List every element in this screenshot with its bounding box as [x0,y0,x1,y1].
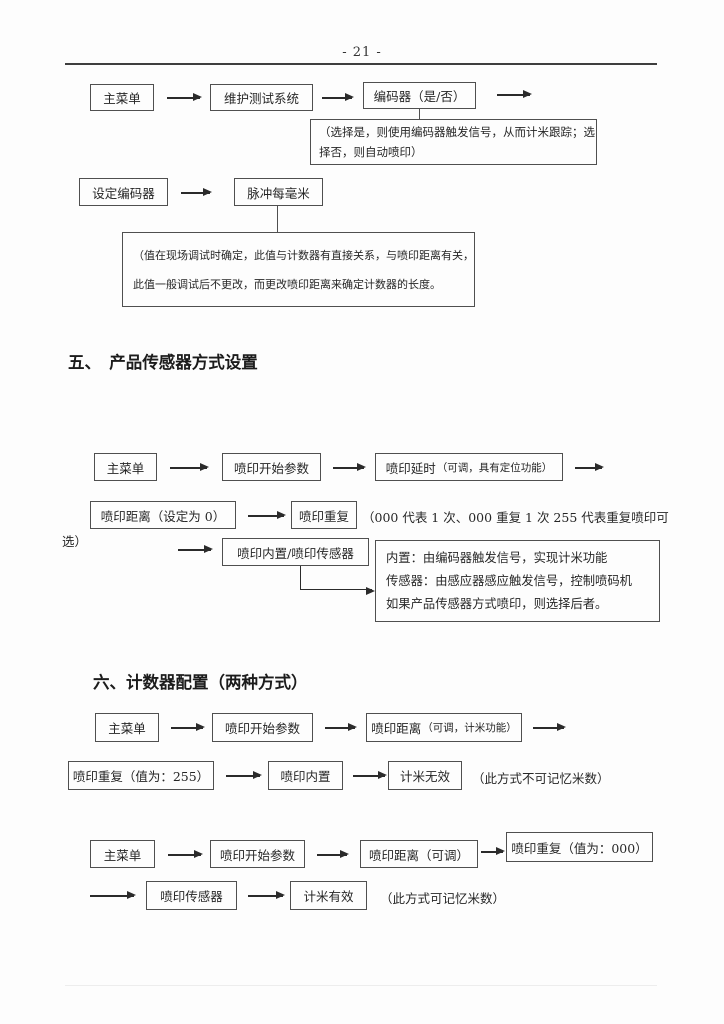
flow-box-metering-valid: 计米有效 [290,881,367,910]
arrow-right-icon [317,850,349,858]
annotation-repeat-values: （000 代表 1 次、000 重复 1 次 255 代表重复喷印可 [362,510,669,525]
flow-box-maintenance-test: 维护测试系统 [210,84,313,111]
flow-box-print-sensor: 喷印传感器 [146,881,237,910]
arrow-right-icon [497,90,532,98]
arrow-right-icon [170,463,209,471]
flow-box-label: 喷印延时 [385,460,436,476]
flow-box-label: 主菜单 [103,847,142,863]
note-box-internal-vs-sensor: 内置：由编码器触发信号，实现计米功能 传感器：由感应器感应触发信号，控制喷码机 … [375,540,660,622]
flow-box-sublabel: （可调，具有定位功能） [436,461,553,474]
page-number: - 21 - [342,45,382,60]
flow-box-label: 喷印距离 [371,721,422,736]
arrow-right-icon [171,723,205,731]
flow-box-print-repeat-255: 喷印重复（值为：255） [68,761,214,790]
arrow-right-icon [181,188,212,196]
flow-box-label: 维护测试系统 [223,91,299,106]
annotation-no-memory: （此方式不可记忆米数） [472,771,610,786]
flow-box-internal-or-sensor: 喷印内置/喷印传感器 [222,538,369,566]
arrow-right-icon [248,511,286,519]
connector-line [277,206,279,232]
arrow-right-icon [481,847,505,855]
flow-box-label: 喷印重复 [298,508,349,524]
flow-box-label: 计米有效 [303,889,354,904]
arrow-right-icon [533,723,566,731]
note-box-encoder: （选择是，则使用编码器触发信号，从而计米跟踪；选 择否，则自动喷印） [310,119,597,165]
flow-box-print-repeat: 喷印重复 [291,501,357,529]
note-line: 传感器：由感应器感应触发信号，控制喷码机 [386,574,632,588]
flow-box-label: 喷印开始参数 [219,847,295,863]
flow-box-print-start-params: 喷印开始参数 [212,713,313,742]
flow-box-main-menu: 主菜单 [94,453,157,481]
section-heading-6: 六、计数器配置（两种方式） [93,673,308,692]
note-line: （值在现场调试时确定，此值与计数器有直接关系，与喷印距离有关， [133,249,474,262]
top-rule [65,63,657,65]
flow-box-label: 喷印距离（设定为 0） [100,508,226,524]
flow-box-label: 主菜单 [103,91,141,106]
flow-box-label: 喷印内置 [280,769,331,784]
flow-box-print-distance-metering: 喷印距离（可调，计米功能） [366,713,522,742]
flow-box-label: 喷印距离（可调） [368,847,469,863]
arrow-right-icon [226,771,262,779]
flow-box-label: 喷印开始参数 [233,460,309,476]
arrow-right-icon [167,93,202,101]
arrow-right-icon [353,771,387,779]
flow-box-metering-invalid: 计米无效 [388,761,462,790]
note-line: 如果产品传感器方式喷印，则选择后者。 [386,597,608,611]
flow-box-label: 设定编码器 [92,185,155,201]
arrow-right-icon [322,93,354,101]
arrow-right-icon [248,891,285,899]
flow-box-label: 喷印重复（值为：000） [511,840,648,856]
flow-box-label: 主菜单 [106,460,145,476]
flow-box-main-menu: 主菜单 [90,84,154,111]
note-line: （选择是，则使用编码器触发信号，从而计米跟踪；选 [319,125,595,139]
flow-box-label: 喷印内置/喷印传感器 [237,545,354,561]
flow-box-main-menu: 主菜单 [90,840,155,868]
note-line: 择否，则自动喷印） [319,145,423,159]
flow-box-sublabel: （可调，计米功能） [422,722,517,734]
flow-box-print-distance-zero: 喷印距离（设定为 0） [90,501,236,529]
arrow-right-icon [168,850,203,858]
flow-box-label: 喷印开始参数 [224,721,300,736]
flow-box-pulse-per-mm: 脉冲每毫米 [234,178,323,206]
flow-box-print-distance-adjustable: 喷印距离（可调） [360,840,478,868]
flow-box-label: 喷印传感器 [160,889,223,904]
flow-box-print-repeat-000: 喷印重复（值为：000） [506,832,653,862]
elbow-arrow-icon [300,566,375,595]
connector-line [419,109,421,119]
flow-box-encoder-yes-no: 编码器（是/否） [363,82,476,109]
flow-box-print-start-params: 喷印开始参数 [222,453,321,481]
flow-box-label: 喷印重复（值为：255） [72,769,210,784]
annotation-repeat-values-cont: 选） [62,534,88,549]
flow-box-print-delay: 喷印延时（可调，具有定位功能） [375,453,563,481]
flow-box-label: 计米无效 [399,769,450,784]
flow-box-print-internal: 喷印内置 [268,761,343,790]
flow-box-label: 脉冲每毫米 [247,185,310,201]
flow-box-label: 编码器（是/否） [373,89,466,104]
note-line: 此值一般调试后不更改，而更改喷印距离来确定计数器的长度。 [133,278,441,291]
note-line: 内置：由编码器触发信号，实现计米功能 [386,551,608,565]
flow-box-main-menu: 主菜单 [95,713,159,742]
note-box-pulse-value: （值在现场调试时确定，此值与计数器有直接关系，与喷印距离有关， 此值一般调试后不… [122,232,475,307]
arrow-right-icon [325,723,357,731]
arrow-right-icon [575,463,604,471]
arrow-right-icon [178,545,213,553]
flow-box-label: 主菜单 [108,721,146,736]
flow-box-set-encoder: 设定编码器 [79,178,168,206]
section-heading-5: 五、 产品传感器方式设置 [68,353,258,372]
flow-box-print-start-params: 喷印开始参数 [210,840,305,868]
annotation-memory: （此方式可记忆米数） [380,891,506,906]
bottom-rule [65,985,657,986]
arrow-right-icon [333,463,366,471]
arrow-right-icon [90,891,136,899]
